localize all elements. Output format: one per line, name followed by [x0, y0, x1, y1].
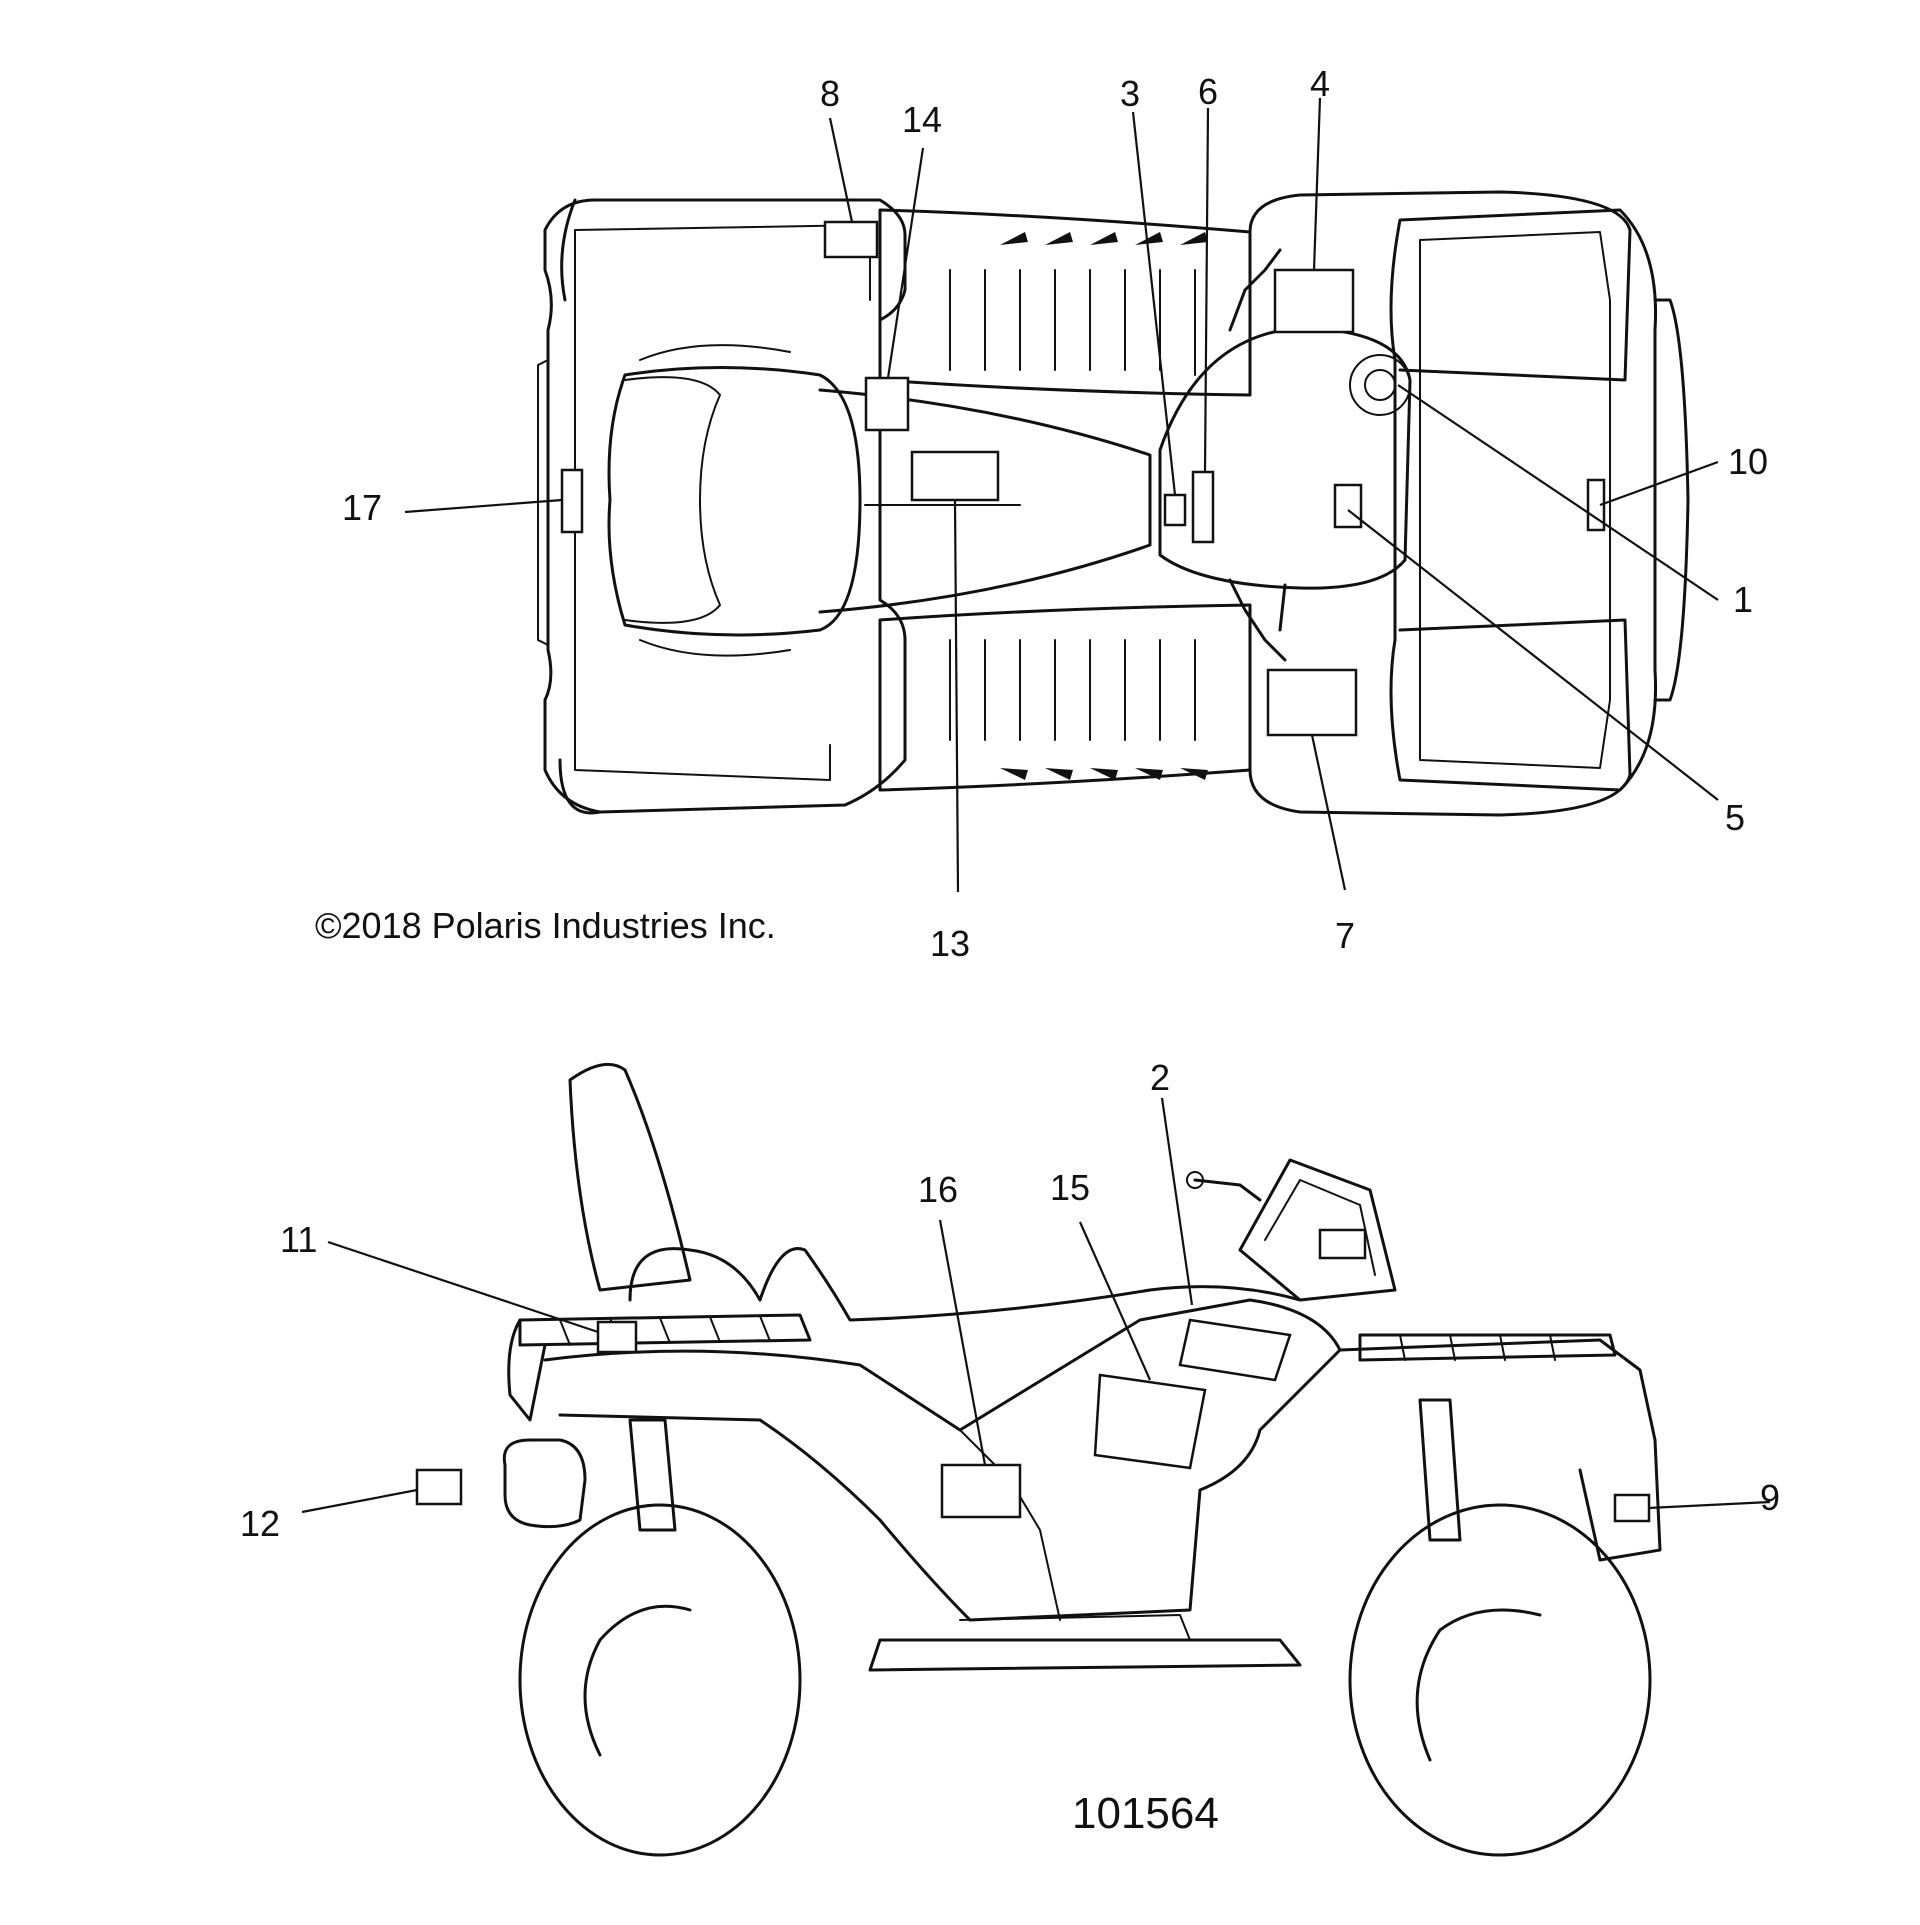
decal-6: [1191, 470, 1215, 544]
decal-16: [940, 1463, 1022, 1519]
callout-9: 9: [1760, 1477, 1780, 1518]
handlebar-pod: [1158, 326, 1412, 590]
callout-15: 15: [1050, 1167, 1090, 1208]
callout-3: 3: [1120, 73, 1140, 114]
decal-4: [1273, 268, 1355, 334]
copyright-notice: ©2018 Polaris Industries Inc.: [315, 905, 776, 946]
grab-handle: [628, 1247, 762, 1302]
callout-16: 16: [918, 1169, 958, 1210]
side-seat: [758, 1247, 1302, 1322]
front-rack-inner: [1419, 231, 1611, 769]
decal-13: [910, 450, 1000, 502]
rear-rack-inner: [574, 224, 871, 781]
front-wheel-hub: [1415, 1608, 1542, 1762]
decal-11: [596, 1320, 638, 1354]
decal-5: [1333, 483, 1363, 529]
side-body: [543, 1298, 1342, 1622]
top-view: 8 14 3 6 4 10 1 5 7 13 17 ©2018 Polaris …: [315, 63, 1768, 964]
muffler: [502, 1438, 587, 1529]
decal-2: [1178, 1318, 1292, 1382]
callout-13: 13: [930, 923, 970, 964]
decal-3: [1163, 493, 1187, 527]
side-front-rack: [1358, 1333, 1617, 1362]
gas-cap: [1349, 354, 1411, 416]
callout-2: 2: [1150, 1057, 1170, 1098]
front-rack-outline: [1389, 208, 1658, 792]
decal-7: [1266, 668, 1358, 737]
decal-15: [1093, 1373, 1207, 1470]
callout-11: 11: [280, 1219, 317, 1260]
rear-fender-left: [558, 198, 602, 815]
rear-wheel: [518, 1503, 802, 1857]
body-center: [818, 388, 1152, 614]
callout-12: 12: [240, 1503, 280, 1544]
front-wheel: [1348, 1503, 1652, 1857]
callout-4: 4: [1310, 63, 1330, 104]
side-frame: [868, 1638, 1302, 1672]
callout-5: 5: [1725, 797, 1745, 838]
callout-8: 8: [820, 73, 840, 114]
leader-lines-top: [404, 97, 1719, 893]
side-handlebar: [1193, 1178, 1262, 1202]
footwell-arrows: [1000, 232, 1208, 780]
handlebar-right-grip: [1228, 578, 1287, 662]
taillight-housing: [507, 1318, 547, 1422]
rear-shock: [628, 1418, 677, 1532]
rear-wheel-hub: [583, 1604, 692, 1757]
callout-1: 1: [1733, 579, 1753, 620]
decal-10: [1586, 478, 1606, 532]
decal-17: [560, 468, 584, 534]
handlebar-end: [1186, 1171, 1204, 1189]
passenger-backrest: [568, 1062, 692, 1292]
callout-14: 14: [902, 99, 942, 140]
side-front-body: [1338, 1338, 1662, 1562]
side-rear-rack: [518, 1313, 812, 1347]
front-fender-upper: [1248, 190, 1632, 382]
footwell-upper: [878, 208, 1252, 397]
decal-8: [823, 220, 879, 259]
side-front-rack-detail: [1399, 1334, 1556, 1361]
decal-12: [415, 1468, 463, 1506]
rear-rack-outline: [543, 198, 907, 814]
front-bumper: [1653, 298, 1690, 702]
side-headlight-pod: [1238, 1158, 1397, 1302]
decal-9: [1613, 1493, 1651, 1523]
decal-14: [864, 376, 910, 432]
front-shock: [1418, 1398, 1462, 1542]
leader-lines-side: [301, 1097, 1771, 1514]
callout-17: 17: [342, 487, 382, 528]
side-footrest: [959, 1614, 1191, 1641]
drawing-number: 101564: [1072, 1789, 1219, 1838]
seat-outline: [607, 366, 862, 637]
side-headlight-detail: [1264, 1179, 1376, 1276]
callout-7: 7: [1335, 915, 1355, 956]
callout-6: 6: [1198, 71, 1218, 112]
side-body-fender-edge: [959, 1429, 1061, 1621]
footwell-treads: [949, 269, 1196, 741]
seat-grab-handles: [639, 344, 791, 657]
callout-10: 10: [1728, 441, 1768, 482]
decal-side-headlight: [1318, 1228, 1367, 1260]
seat-backrest: [624, 376, 721, 624]
side-view: 2 15 16 11 12 9 101564: [240, 1057, 1780, 1857]
